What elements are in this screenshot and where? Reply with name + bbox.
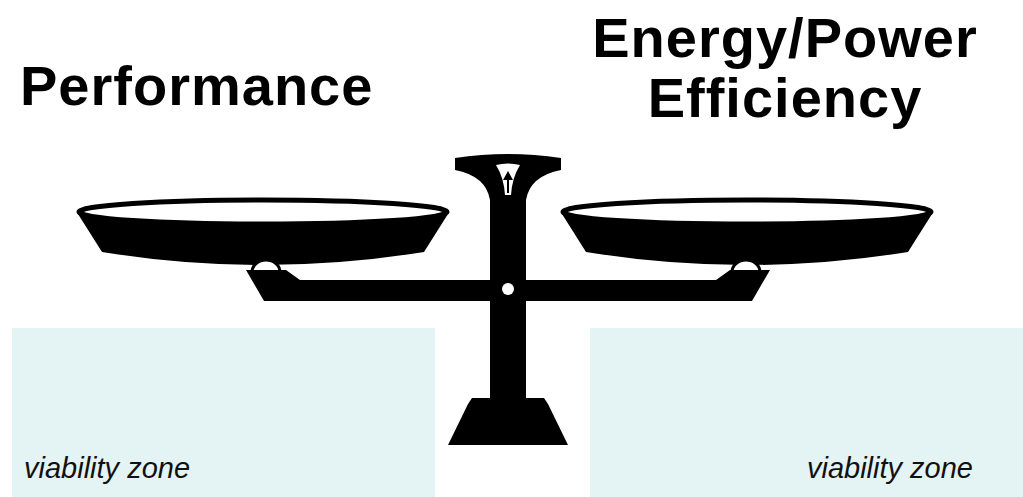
indicator-dial — [496, 164, 520, 196]
scale-post — [490, 195, 526, 410]
viability-zone-box: viability zone — [12, 328, 435, 497]
scale-indicator — [455, 154, 561, 200]
zone-label: viability zone — [807, 452, 973, 485]
indicator-arrow — [503, 171, 513, 193]
zone-label: viability zone — [24, 452, 190, 485]
scale-beam — [246, 270, 770, 301]
scale-pan-rim — [563, 200, 931, 224]
scale-pan-rim — [79, 200, 447, 224]
viability-zone-box: viability zone — [590, 328, 1023, 497]
scale-base — [448, 398, 568, 445]
heading-label: Performance — [20, 56, 440, 116]
pivot — [502, 283, 514, 295]
heading-label: Energy/Power Efficiency — [545, 8, 1023, 129]
